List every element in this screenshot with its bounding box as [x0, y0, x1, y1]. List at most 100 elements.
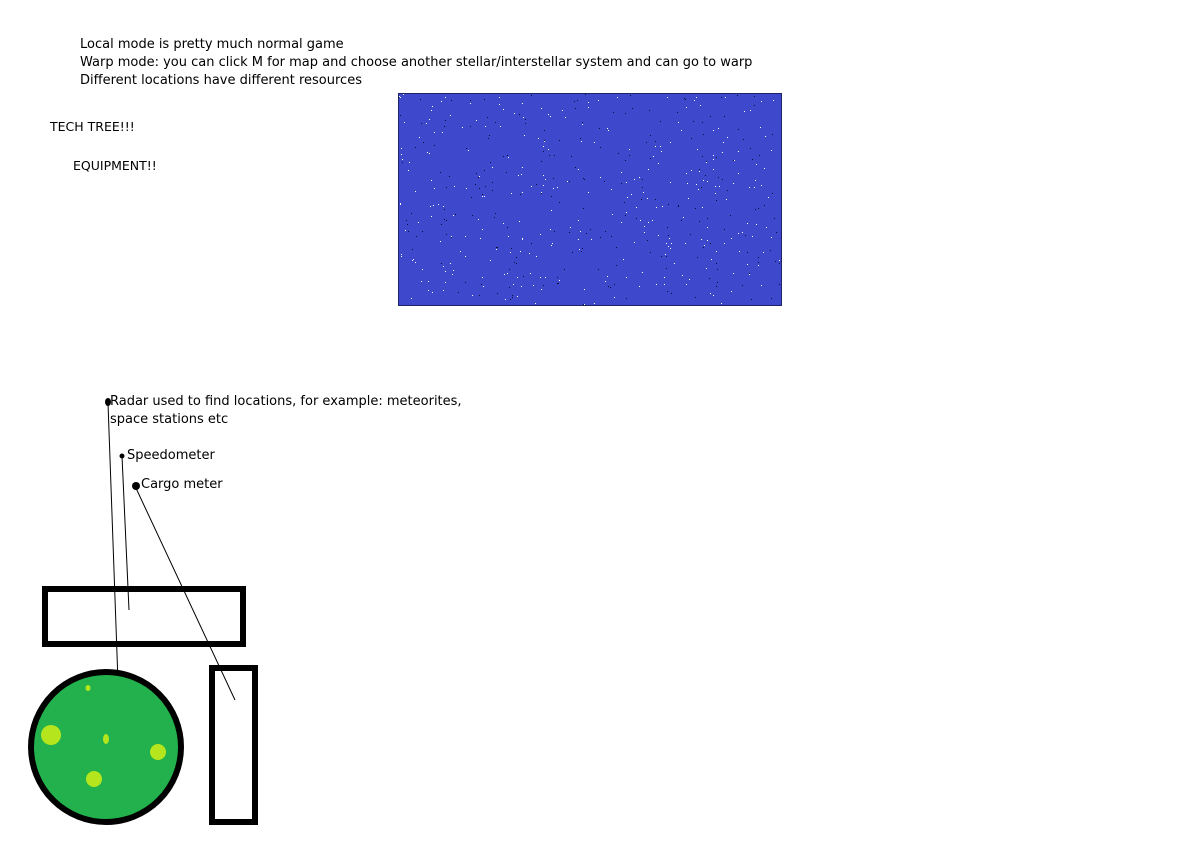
star	[710, 293, 711, 294]
star	[536, 256, 537, 257]
star	[677, 112, 678, 113]
star	[678, 206, 679, 207]
radar-blip	[85, 685, 91, 691]
star	[771, 298, 772, 299]
star	[569, 232, 570, 233]
star	[760, 127, 761, 128]
star	[636, 218, 637, 219]
star	[519, 114, 520, 115]
star	[716, 251, 717, 252]
star	[745, 235, 746, 236]
star	[600, 147, 601, 148]
star	[421, 123, 422, 124]
star	[722, 179, 723, 180]
star	[755, 209, 756, 210]
star	[495, 213, 496, 214]
star	[617, 97, 618, 98]
star	[541, 161, 542, 162]
star	[625, 215, 626, 216]
star	[706, 268, 707, 269]
star	[724, 243, 725, 244]
star	[503, 223, 504, 224]
star	[400, 204, 401, 205]
star	[754, 96, 755, 97]
star	[707, 227, 708, 228]
star	[426, 123, 427, 124]
star	[470, 100, 471, 101]
star	[626, 182, 627, 183]
star	[475, 184, 476, 185]
star	[458, 292, 459, 293]
star	[697, 149, 698, 150]
star	[703, 247, 704, 248]
star	[494, 217, 495, 218]
star	[415, 191, 416, 192]
star	[629, 149, 630, 150]
star	[405, 230, 406, 231]
star	[571, 156, 572, 157]
star	[706, 162, 707, 163]
star	[738, 129, 739, 130]
star	[618, 153, 619, 154]
star	[711, 259, 712, 260]
star	[479, 176, 480, 177]
star	[754, 187, 755, 188]
star	[523, 117, 524, 118]
star	[667, 227, 668, 228]
star	[476, 120, 477, 121]
star	[639, 286, 640, 287]
star	[479, 295, 480, 296]
star	[512, 295, 513, 296]
star	[626, 298, 627, 299]
star	[554, 155, 555, 156]
star	[479, 188, 480, 189]
star	[668, 246, 669, 247]
star	[470, 126, 471, 127]
star	[605, 281, 606, 282]
star	[768, 197, 769, 198]
star	[761, 185, 762, 186]
star	[470, 103, 471, 104]
star	[403, 94, 404, 95]
star	[666, 268, 667, 269]
star	[752, 159, 753, 160]
star	[733, 273, 734, 274]
star	[722, 152, 723, 153]
star	[409, 162, 410, 163]
star	[631, 194, 632, 195]
star	[750, 110, 751, 111]
star	[650, 135, 651, 136]
star	[578, 169, 579, 170]
star	[482, 229, 483, 230]
star	[594, 142, 595, 143]
star	[604, 181, 605, 182]
star	[541, 193, 542, 194]
star	[776, 232, 777, 233]
star	[650, 252, 651, 253]
star	[557, 277, 558, 278]
star	[570, 227, 571, 228]
star	[404, 122, 405, 123]
star	[427, 152, 428, 153]
star	[626, 212, 627, 213]
star	[713, 159, 714, 160]
star	[747, 264, 748, 265]
star	[530, 273, 531, 274]
note-resources: Different locations have different resou…	[80, 73, 362, 88]
star	[443, 290, 444, 291]
star	[582, 124, 583, 125]
star	[701, 239, 702, 240]
star	[401, 154, 402, 155]
star	[484, 99, 485, 100]
star	[750, 148, 751, 149]
star	[646, 142, 647, 143]
star	[623, 259, 624, 260]
star	[522, 167, 523, 168]
star	[749, 274, 750, 275]
star	[482, 194, 483, 195]
star	[499, 97, 500, 98]
star	[709, 278, 710, 279]
star	[531, 243, 532, 244]
star	[505, 299, 506, 300]
star	[671, 243, 672, 244]
